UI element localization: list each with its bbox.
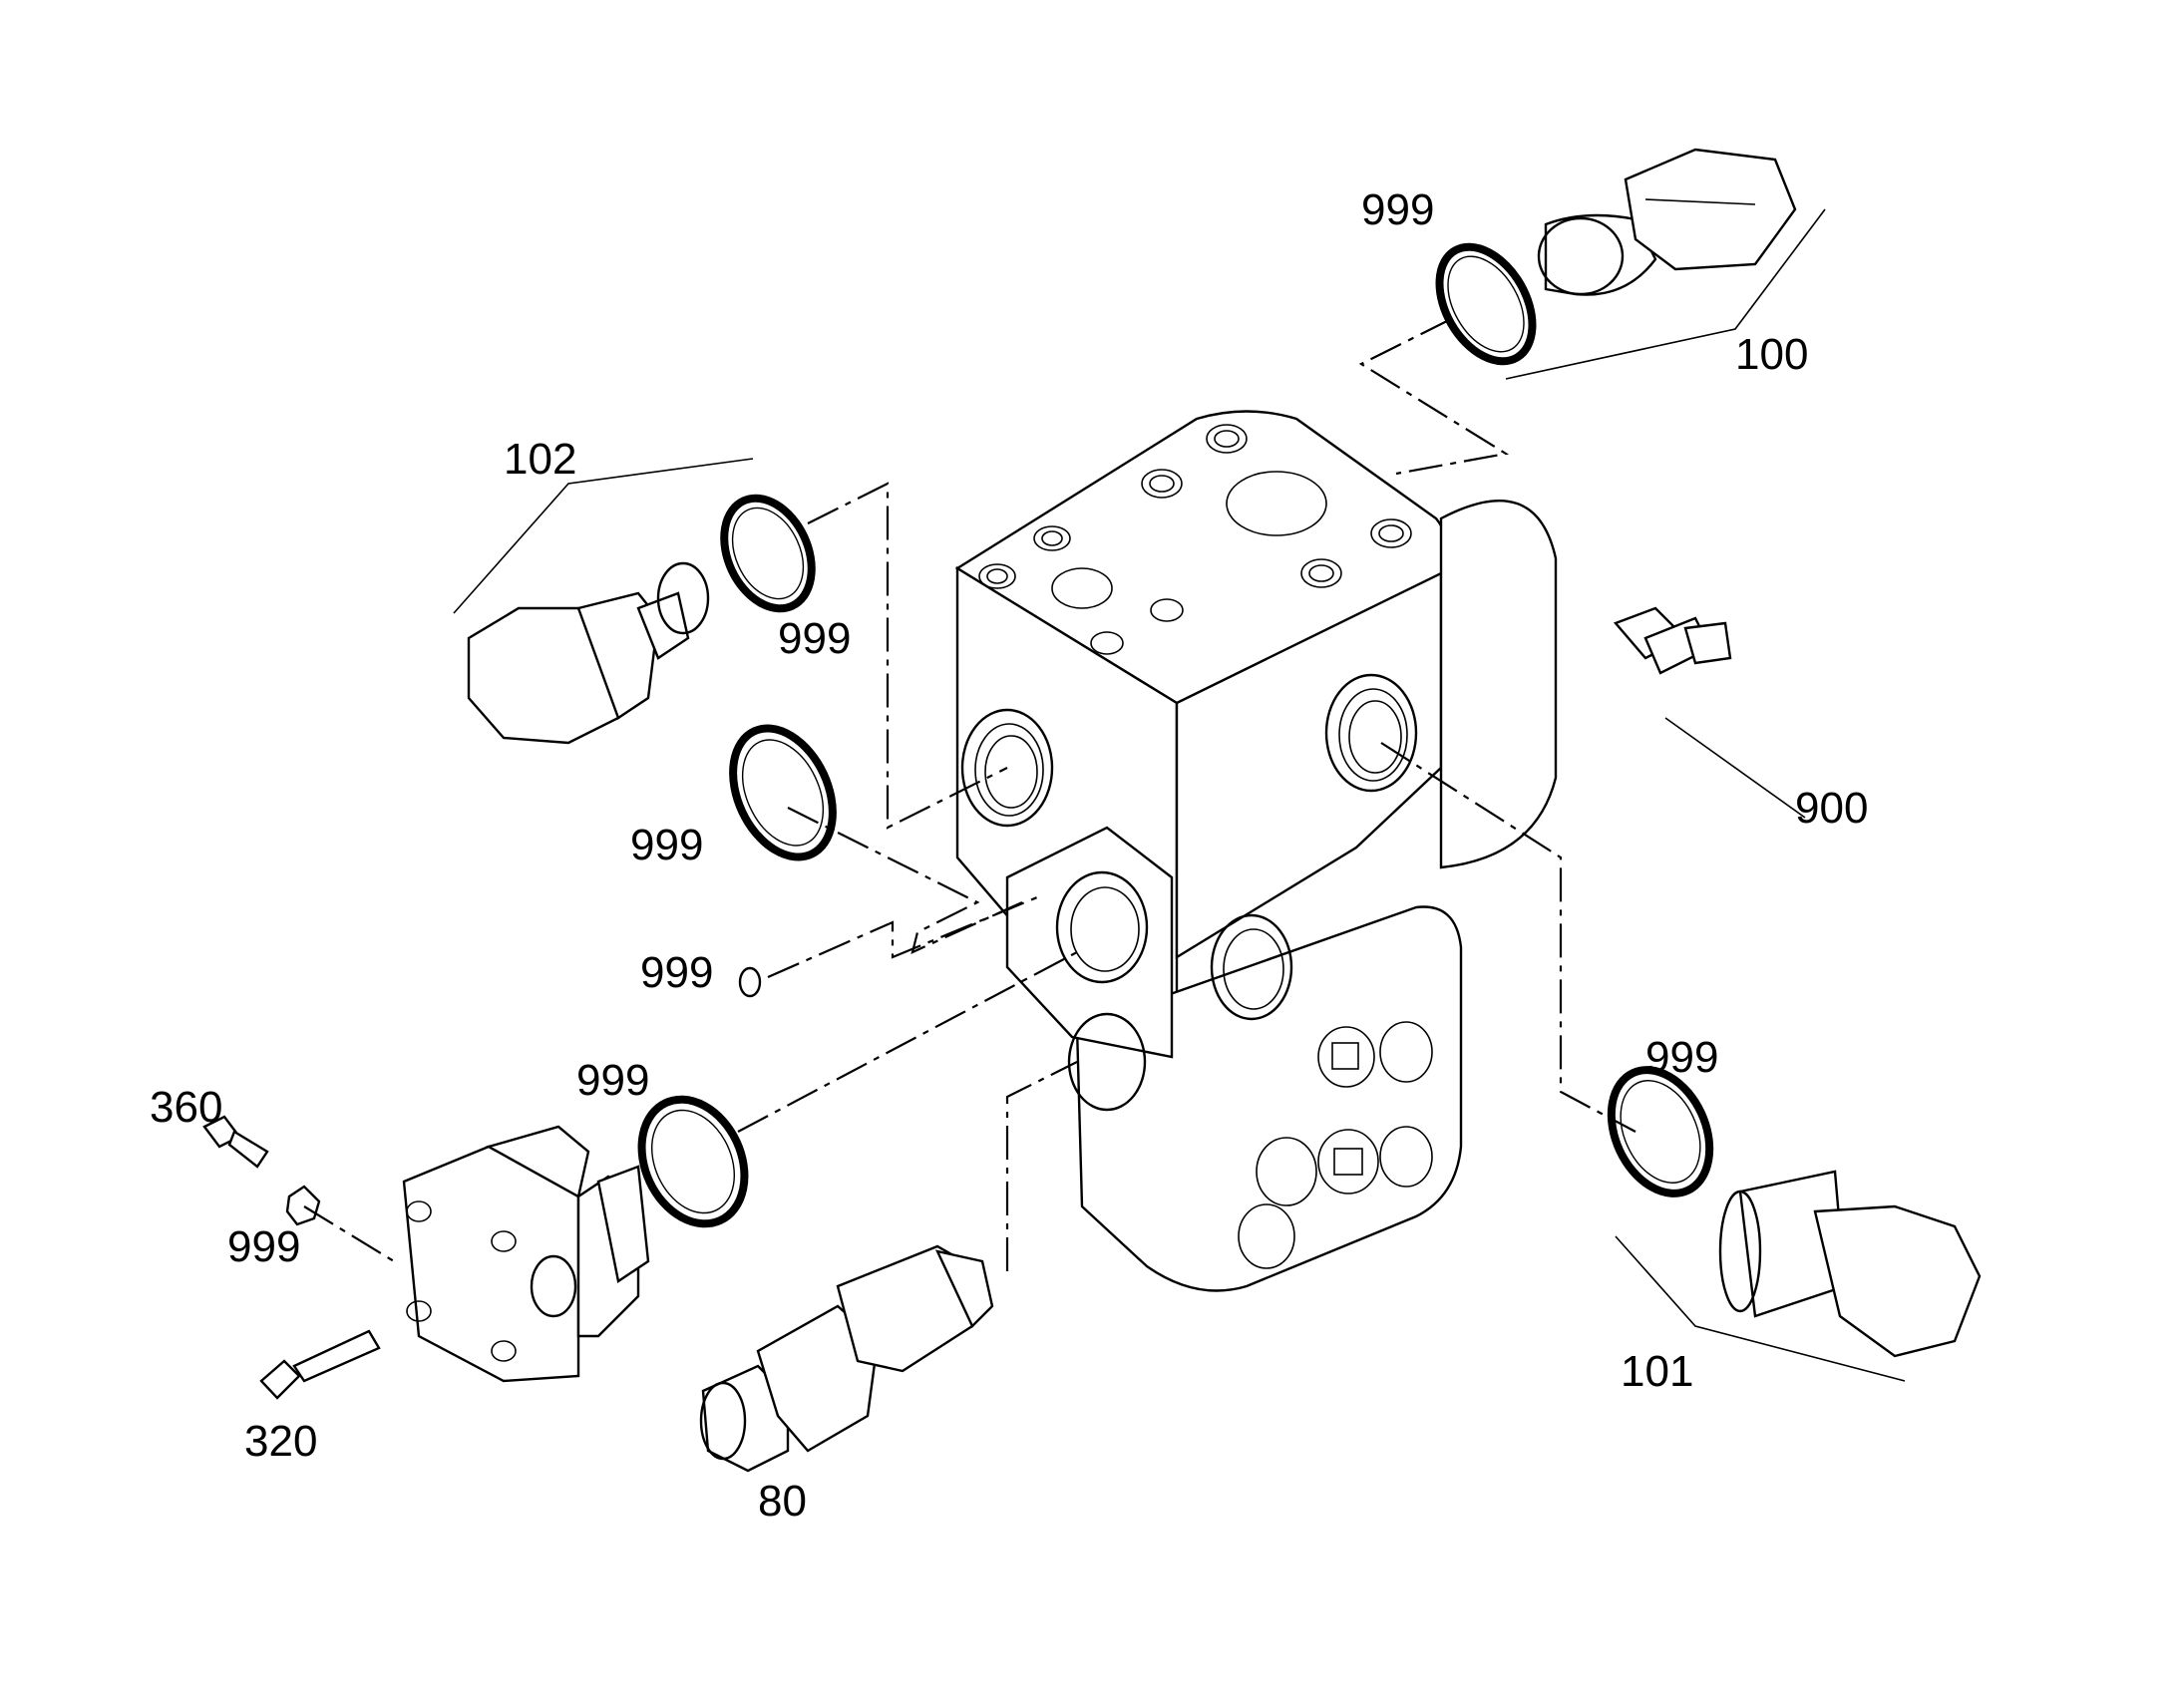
leader-lines	[453, 208, 1906, 1382]
seal-rings	[637, 242, 1714, 1228]
part-102-plug	[467, 561, 710, 745]
part-80-cartridge	[699, 1244, 994, 1473]
callout-labels: 999 100 102 999 999 999 999 900 999 101 …	[150, 185, 1868, 1526]
part-block-assembly	[402, 1125, 650, 1383]
part-320-screw	[259, 1329, 381, 1400]
callout-100: 100	[1735, 330, 1808, 379]
callout-80: 80	[758, 1477, 807, 1526]
callout-999-small: 999	[640, 948, 713, 997]
callout-101: 101	[1621, 1347, 1693, 1396]
callout-999-mid: 999	[630, 821, 703, 869]
assembly-center-lines	[303, 318, 1636, 1271]
callout-999-101: 999	[1645, 1033, 1718, 1082]
callout-999-102: 999	[778, 614, 851, 663]
part-999-nut	[285, 1185, 321, 1226]
callout-999-nut: 999	[227, 1222, 300, 1271]
valve-body	[954, 410, 1732, 1292]
callout-900: 900	[1795, 784, 1868, 833]
callout-999-lower: 999	[576, 1056, 649, 1105]
part-100-plug	[1537, 148, 1797, 296]
callout-102: 102	[504, 435, 576, 484]
part-360-screw	[202, 1115, 269, 1169]
callout-999-top: 999	[1361, 185, 1434, 234]
part-101-plug	[1718, 1170, 1982, 1358]
callout-320: 320	[244, 1417, 317, 1466]
callout-360: 360	[150, 1083, 222, 1132]
